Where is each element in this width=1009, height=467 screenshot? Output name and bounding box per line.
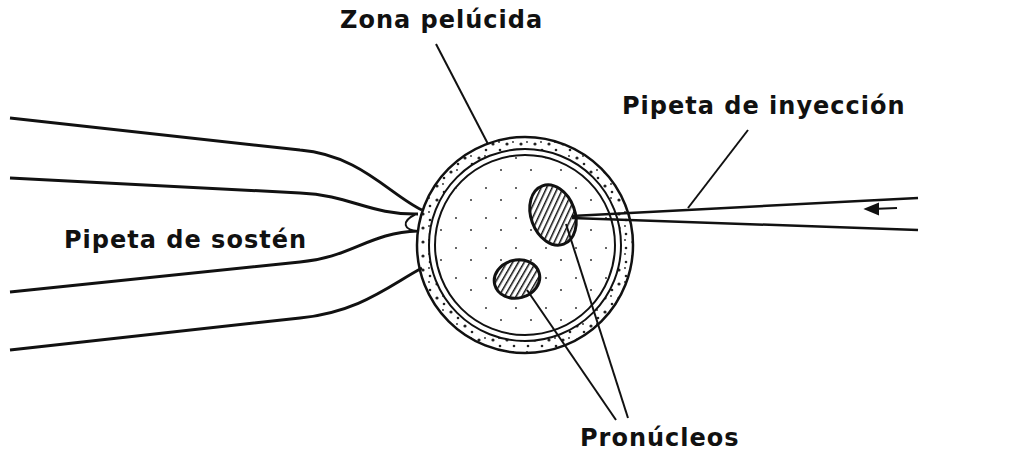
oocyte (435, 155, 615, 335)
flow-arrow (866, 204, 897, 214)
cytoplasm (436, 156, 614, 334)
perivitelline-space (429, 149, 621, 341)
pronucleus (490, 255, 544, 304)
part-label: Pipeta de inyección (622, 92, 906, 120)
injection-pipette (572, 198, 918, 230)
part-label: Pipeta de sostén (64, 226, 307, 254)
part-label: Zona pelúcida (340, 6, 543, 34)
zona-pellucida (417, 137, 633, 353)
aspirated-zona (406, 214, 418, 231)
holding-pipette (10, 118, 422, 350)
part-label: Pronúcleos (580, 424, 740, 452)
